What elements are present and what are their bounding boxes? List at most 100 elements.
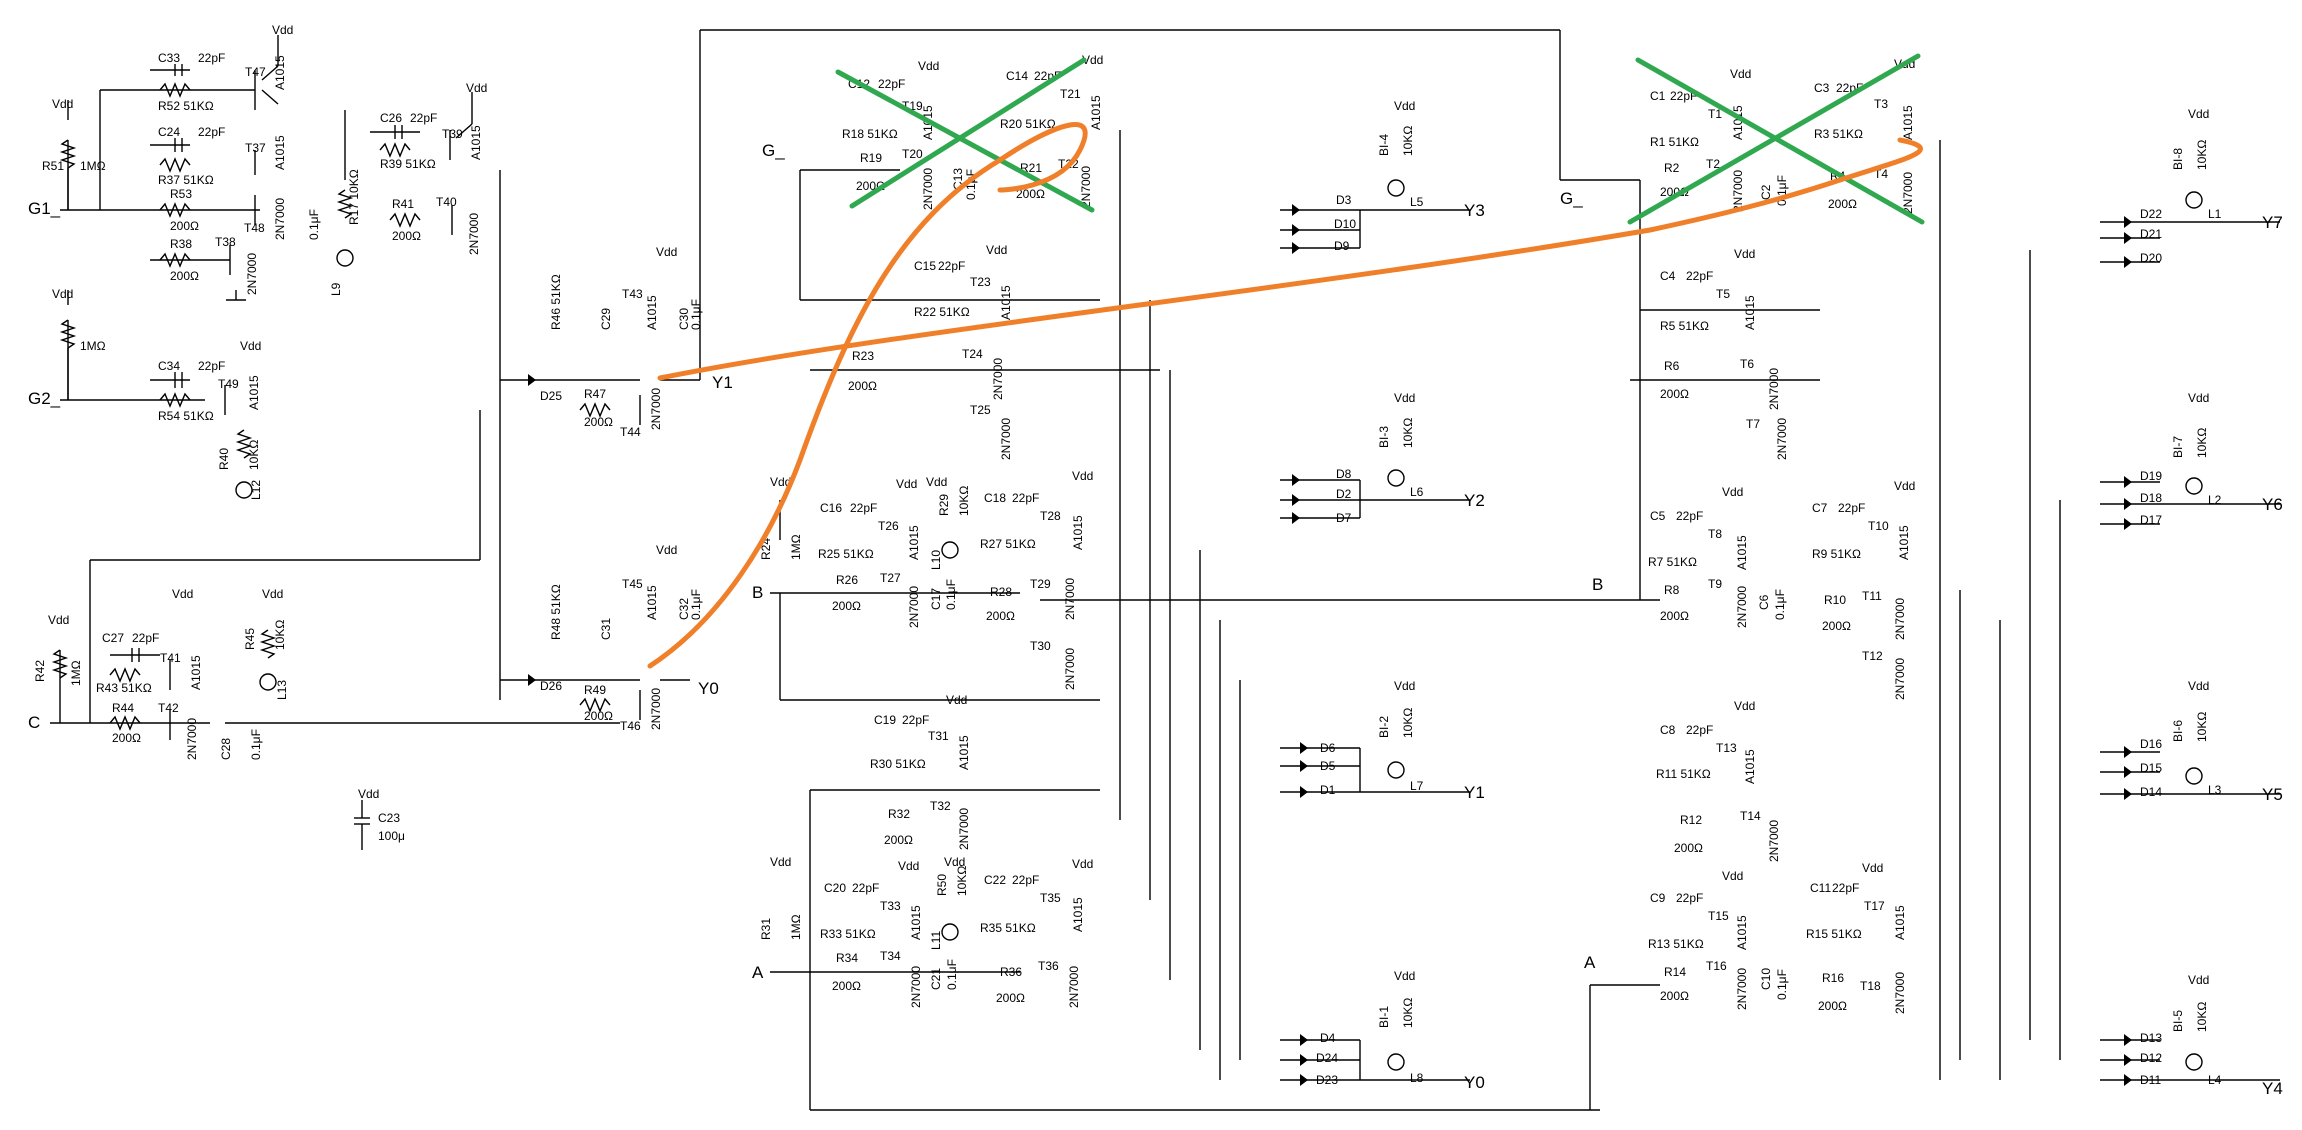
t14-part: 2N7000 bbox=[1767, 820, 1781, 862]
r32-value: 200Ω bbox=[884, 833, 913, 847]
t2-label: T2 bbox=[1706, 157, 1720, 171]
t21-part: A1015 bbox=[1089, 95, 1103, 130]
bi3-value: 10KΩ bbox=[1401, 418, 1415, 448]
d12-label: D12 bbox=[2140, 1051, 2162, 1065]
t7-label: T7 bbox=[1746, 417, 1760, 431]
vdd-t28: Vdd bbox=[1072, 469, 1093, 483]
vdd-c23: Vdd bbox=[358, 787, 379, 801]
t30-part: 2N7000 bbox=[1063, 648, 1077, 690]
d15-label: D15 bbox=[2140, 761, 2162, 775]
r6-value: 200Ω bbox=[1660, 387, 1689, 401]
t23-part: A1015 bbox=[999, 285, 1013, 320]
l6-label: L6 bbox=[1410, 485, 1424, 499]
c32-value: 0.1μF bbox=[689, 589, 703, 620]
r14-value: 200Ω bbox=[1660, 989, 1689, 1003]
t18-part: 2N7000 bbox=[1893, 972, 1907, 1014]
vdd-t26: Vdd bbox=[896, 477, 917, 491]
t16-part: 2N7000 bbox=[1735, 968, 1749, 1010]
c33-value: 22pF bbox=[198, 51, 225, 65]
t37-label: T37 bbox=[245, 141, 266, 155]
bi1-label: BI-1 bbox=[1377, 1006, 1391, 1028]
t7-part: 2N7000 bbox=[1775, 418, 1789, 460]
t41-label: T41 bbox=[160, 651, 181, 665]
vdd-t33: Vdd bbox=[898, 859, 919, 873]
c28-value: 0.1μF bbox=[249, 729, 263, 760]
c31-label: C31 bbox=[599, 618, 613, 640]
r36-label: R36 bbox=[1000, 965, 1022, 979]
r10-label: R10 bbox=[1824, 593, 1846, 607]
input-label-g2: G2_ bbox=[28, 389, 61, 408]
y0-mid-label: Y0 bbox=[698, 679, 719, 698]
r14-label: R14 bbox=[1664, 965, 1686, 979]
t37-part: A1015 bbox=[273, 135, 287, 170]
vdd-bi4: Vdd bbox=[1394, 99, 1415, 113]
r23-label: R23 bbox=[852, 349, 874, 363]
d16-label: D16 bbox=[2140, 737, 2162, 751]
d10-label: D10 bbox=[1334, 217, 1356, 231]
c27-label: C27 bbox=[102, 631, 124, 645]
vdd-t23: Vdd bbox=[986, 243, 1007, 257]
t48-part: 2N7000 bbox=[273, 198, 287, 240]
r2-value: 200Ω bbox=[1660, 185, 1689, 199]
r7-label: R7 51KΩ bbox=[1648, 555, 1697, 569]
input-label-c: C bbox=[28, 713, 40, 732]
t26-part: A1015 bbox=[907, 525, 921, 560]
r23-value: 200Ω bbox=[848, 379, 877, 393]
t3-label: T3 bbox=[1874, 97, 1888, 111]
d4-label: D4 bbox=[1320, 1031, 1336, 1045]
c33-label: C33 bbox=[158, 51, 180, 65]
d23-label: D23 bbox=[1316, 1073, 1338, 1087]
r1-label: R1 51KΩ bbox=[1650, 135, 1699, 149]
vdd-r45: Vdd bbox=[262, 587, 283, 601]
d25-label: D25 bbox=[540, 389, 562, 403]
l7-label: L7 bbox=[1410, 779, 1424, 793]
c28-label: C28 bbox=[219, 738, 233, 760]
c9-value: 22pF bbox=[1676, 891, 1703, 905]
r41-label: R41 bbox=[392, 197, 414, 211]
vdd-bi1: Vdd bbox=[1394, 969, 1415, 983]
d11-label: D11 bbox=[2140, 1073, 2161, 1087]
c23-value: 100μ bbox=[378, 829, 405, 843]
vdd-bi2: Vdd bbox=[1394, 679, 1415, 693]
t27-label: T27 bbox=[880, 571, 901, 585]
t34-label: T34 bbox=[880, 949, 901, 963]
c21-label: C21 bbox=[929, 968, 943, 990]
t30-label: T30 bbox=[1030, 639, 1051, 653]
bi6-value: 10KΩ bbox=[2195, 712, 2209, 742]
r34-label: R34 bbox=[836, 951, 858, 965]
r12-label: R12 bbox=[1680, 813, 1702, 827]
green-cross-right-b bbox=[1627, 53, 1921, 225]
vdd-t47: Vdd bbox=[272, 23, 293, 37]
t5-part: A1015 bbox=[1743, 295, 1757, 330]
t43-part: A1015 bbox=[645, 295, 659, 330]
r44-value: 200Ω bbox=[112, 731, 141, 745]
d26-label: D26 bbox=[540, 679, 562, 693]
t18-label: T18 bbox=[1860, 979, 1881, 993]
c30-label: C30 bbox=[677, 308, 691, 330]
t40-label: T40 bbox=[436, 195, 457, 209]
r16-value: 200Ω bbox=[1818, 999, 1847, 1013]
r31-value: 1MΩ bbox=[789, 914, 803, 940]
t9-label: T9 bbox=[1708, 577, 1722, 591]
g2-res-value: 1MΩ bbox=[80, 339, 106, 353]
t6-label: T6 bbox=[1740, 357, 1754, 371]
left-input-section: G1_ Vdd R51 1MΩ C33 22pF R52 51KΩ T47 A1… bbox=[28, 23, 620, 850]
r22-label: R22 51KΩ bbox=[914, 305, 970, 319]
c16-value: 22pF bbox=[850, 501, 877, 515]
r46-label: R46 51KΩ bbox=[549, 274, 563, 330]
output-label-y2: Y2 bbox=[1464, 491, 1485, 510]
t32-part: 2N7000 bbox=[957, 808, 971, 850]
d1-label: D1 bbox=[1320, 783, 1336, 797]
r34-value: 200Ω bbox=[832, 979, 861, 993]
c18-value: 22pF bbox=[1012, 491, 1039, 505]
r32-label: R32 bbox=[888, 807, 910, 821]
t17-part: A1015 bbox=[1893, 905, 1907, 940]
c24-value: 22pF bbox=[198, 125, 225, 139]
r51-label: R51 bbox=[42, 159, 64, 173]
t8-label: T8 bbox=[1708, 527, 1722, 541]
c20-value: 22pF bbox=[852, 881, 879, 895]
t23-label: T23 bbox=[970, 275, 991, 289]
t31-label: T31 bbox=[928, 729, 949, 743]
r42-label: R42 bbox=[33, 660, 47, 682]
r37-label: R37 51KΩ bbox=[158, 173, 214, 187]
